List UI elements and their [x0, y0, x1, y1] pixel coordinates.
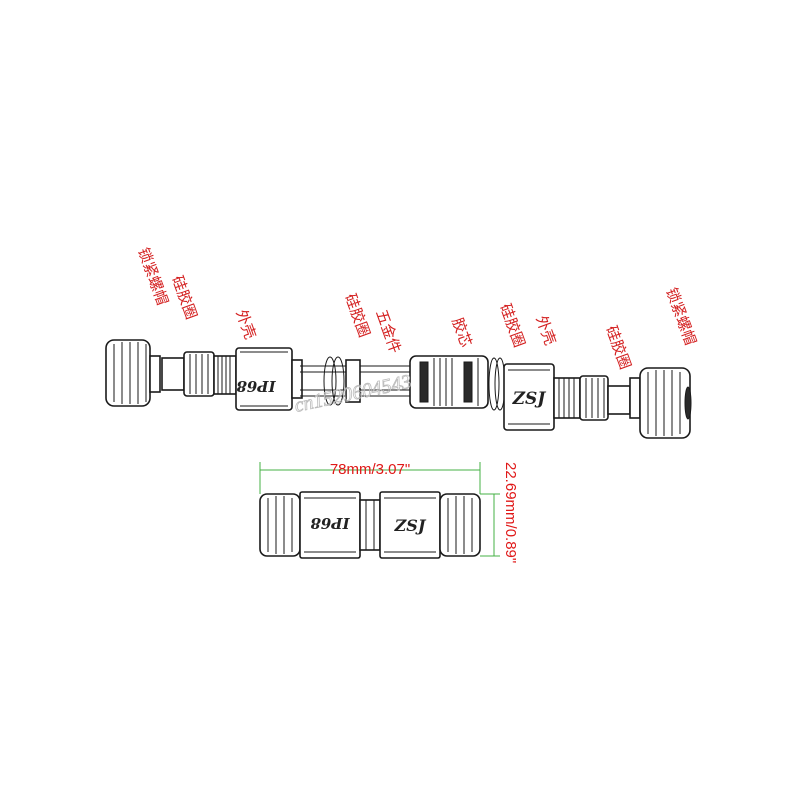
- dimension-length: 78mm/3.07": [259, 461, 481, 494]
- assembled-view: IP68 ZSJ: [259, 491, 481, 559]
- left-lock-nut: [105, 339, 161, 407]
- label-silicone-ring-left: 硅胶圈: [168, 273, 200, 321]
- right-lock-nut: [629, 367, 692, 439]
- assembled-ip-rating: IP68: [310, 514, 351, 532]
- rubber-core: [409, 355, 489, 409]
- assembled-brand: ZSJ: [394, 516, 427, 535]
- silicone-ring-2: [488, 357, 506, 411]
- label-rubber-core: 胶芯: [448, 315, 475, 349]
- brand-mark: ZSJ: [512, 389, 547, 409]
- ip-rating-mark: IP68: [236, 377, 277, 395]
- label-silicone-ring-mid2: 硅胶圈: [496, 301, 528, 349]
- label-housing-right: 外壳: [532, 313, 559, 347]
- length-label: 78mm/3.07": [330, 461, 410, 478]
- right-seal-claw: [579, 375, 631, 421]
- metal-pins: [300, 359, 420, 403]
- label-lock-nut-right: 锁紧螺帽: [662, 285, 699, 348]
- label-silicone-ring-mid: 硅胶圈: [341, 291, 373, 339]
- part-labels: 锁紧螺帽 硅胶圈 外壳 硅胶圈 五金件 胶芯 硅胶圈 外壳 硅胶圈 锁紧螺帽: [134, 245, 699, 371]
- label-silicone-ring-right: 硅胶圈: [602, 323, 634, 371]
- label-lock-nut-left: 锁紧螺帽: [134, 245, 171, 308]
- right-housing: ZSJ: [503, 363, 555, 431]
- label-metal-part: 五金件: [372, 307, 404, 355]
- left-thread: [213, 355, 237, 395]
- right-thread: [553, 377, 581, 419]
- left-housing: IP68: [235, 347, 303, 411]
- exploded-view: IP68: [105, 339, 692, 439]
- left-seal-claw: [161, 351, 215, 397]
- label-housing-left: 外壳: [232, 307, 259, 341]
- diameter-label: 22.69mm/0.89": [502, 462, 519, 563]
- middle-silicone-ring: [323, 356, 345, 406]
- dimension-diameter: 22.69mm/0.89": [480, 462, 519, 563]
